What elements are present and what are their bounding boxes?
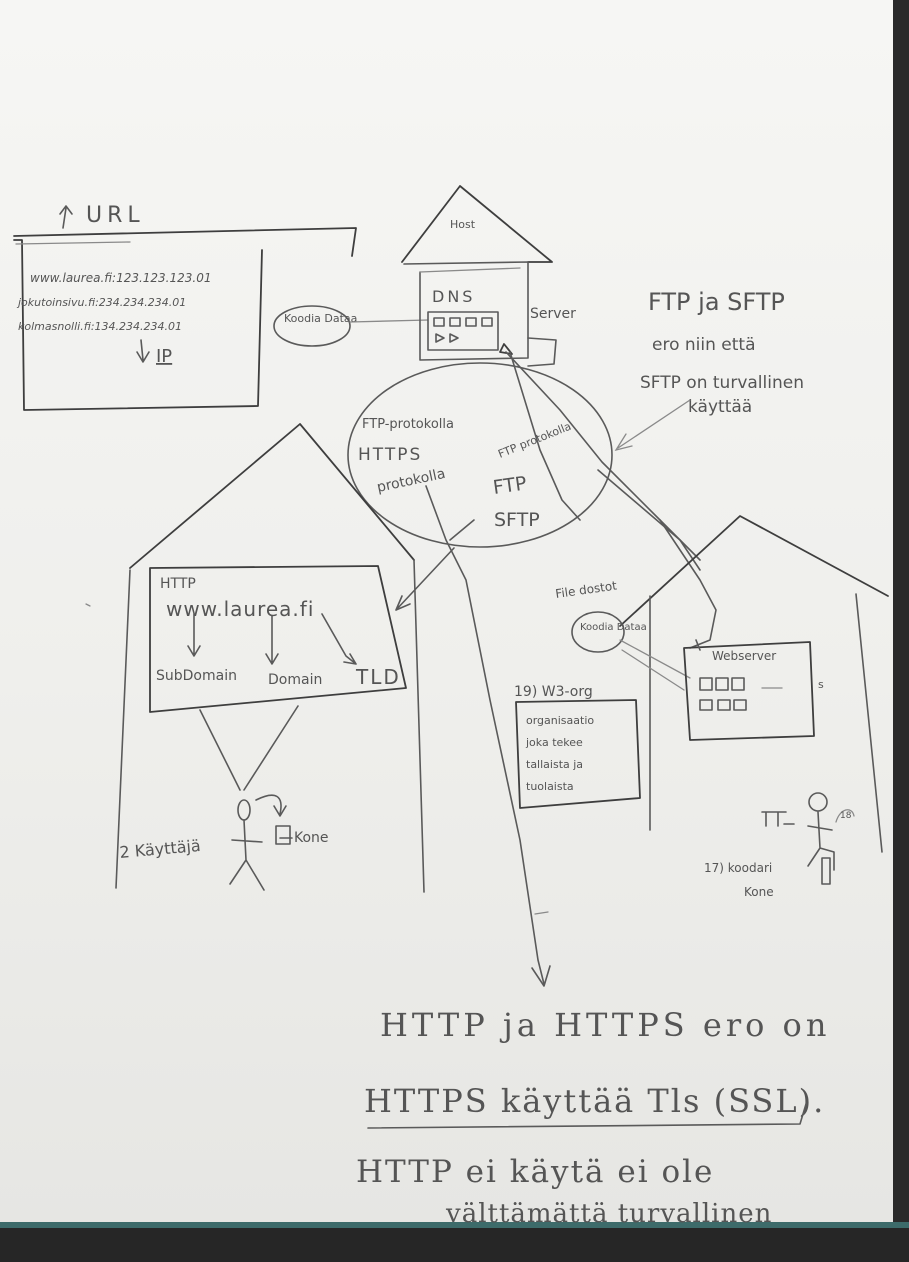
user-left: Kone 2 Käyttäjä <box>119 794 329 891</box>
koodi-bubble-left: Koodia Dataa <box>273 305 429 347</box>
connector-lines <box>395 351 717 987</box>
dns-roof-label: Host <box>450 218 476 231</box>
url-line-3: kolmasnolli.fi:134.234.234.01 <box>18 320 182 333</box>
oval-ftp-protokolla: FTP-protokolla <box>362 417 454 432</box>
stray-mark <box>85 603 91 607</box>
url-line-2: jokutoinsivu.fi:234.234.234.01 <box>16 296 186 309</box>
right-koodi-bubble: Koodia Dataa <box>580 622 647 633</box>
w3-line-4: tuolaista <box>526 780 574 793</box>
w3-line-3: tallaista ja <box>526 758 583 771</box>
w3-line-2: joka tekee <box>525 736 583 749</box>
bottom-line-2: HTTPS käyttää Tls (SSL). <box>364 1082 825 1120</box>
user-left-machine: Kone <box>294 830 329 846</box>
http-subdomain: SubDomain <box>156 668 237 684</box>
bottom-underline <box>367 1103 807 1129</box>
bottom-line-1: HTTP ja HTTPS ero on <box>380 1006 830 1044</box>
table-edge-teal <box>0 1222 909 1228</box>
dns-server-label: Server <box>530 306 576 322</box>
protocol-oval: FTP-protokolla HTTPS protokolla FTP prot… <box>347 362 613 548</box>
w3-box: 19) W3-org organisaatio joka tekee talla… <box>514 684 641 809</box>
coder-tag-18: 18 <box>840 811 852 821</box>
ftp-note-line-4: käyttää <box>688 397 752 417</box>
http-domain: Domain <box>268 672 322 688</box>
oval-ftp-protokolla-right: FTP protokolla <box>496 420 573 461</box>
table-edge-bottom <box>0 1228 909 1262</box>
user-left-label: 2 Käyttäjä <box>119 836 202 862</box>
http-tld: TLD <box>355 665 401 689</box>
bottom-line-3: HTTP ei käytä ei ole <box>356 1154 714 1190</box>
webserver-s-mark: s <box>818 678 824 691</box>
url-box: URL www.laurea.fi:123.123.123.01 jokutoi… <box>13 203 357 411</box>
coder-label: 17) koodari <box>704 861 772 875</box>
oval-protokolla: protokolla <box>376 466 447 496</box>
paper-sheet <box>0 0 909 1230</box>
coder-label-kone: Kone <box>744 885 774 899</box>
ftp-note-line-2: ero niin että <box>652 335 756 355</box>
w3-line-1: organisaatio <box>526 714 594 727</box>
webserver-label: Webserver <box>712 649 776 663</box>
ftp-note: FTP ja SFTP ero niin että SFTP on turval… <box>614 288 804 452</box>
coder: 18 17) koodari Kone <box>704 792 855 899</box>
dns-house: Host DNS Server <box>401 185 576 367</box>
dns-label: DNS <box>432 287 475 306</box>
ftp-note-line-3: SFTP on turvallinen <box>640 373 804 393</box>
table-edge-right <box>893 0 909 1230</box>
bottom-notes: HTTP ja HTTPS ero on HTTPS käyttää Tls (… <box>356 1006 830 1229</box>
http-address: www.laurea.fi <box>166 597 314 621</box>
oval-ftp-right: FTP <box>492 472 528 498</box>
http-protocol-label: HTTP <box>160 576 196 592</box>
bottom-line-4: välttämättä turvallinen <box>445 1199 772 1229</box>
ip-label: IP <box>156 346 172 367</box>
right-files-label: File dostot <box>554 578 617 601</box>
koodi-bubble-left-text: Koodia Dataa <box>284 312 357 325</box>
oval-https: HTTPS <box>358 445 422 465</box>
oval-sftp: SFTP <box>494 509 540 531</box>
left-house: HTTP www.laurea.fi SubDomain Domain TLD <box>115 423 425 893</box>
url-title: URL <box>86 203 145 228</box>
w3-title: 19) W3-org <box>514 684 593 700</box>
ftp-note-line-1: FTP ja SFTP <box>648 288 785 316</box>
url-line-1: www.laurea.fi:123.123.123.01 <box>30 271 212 285</box>
